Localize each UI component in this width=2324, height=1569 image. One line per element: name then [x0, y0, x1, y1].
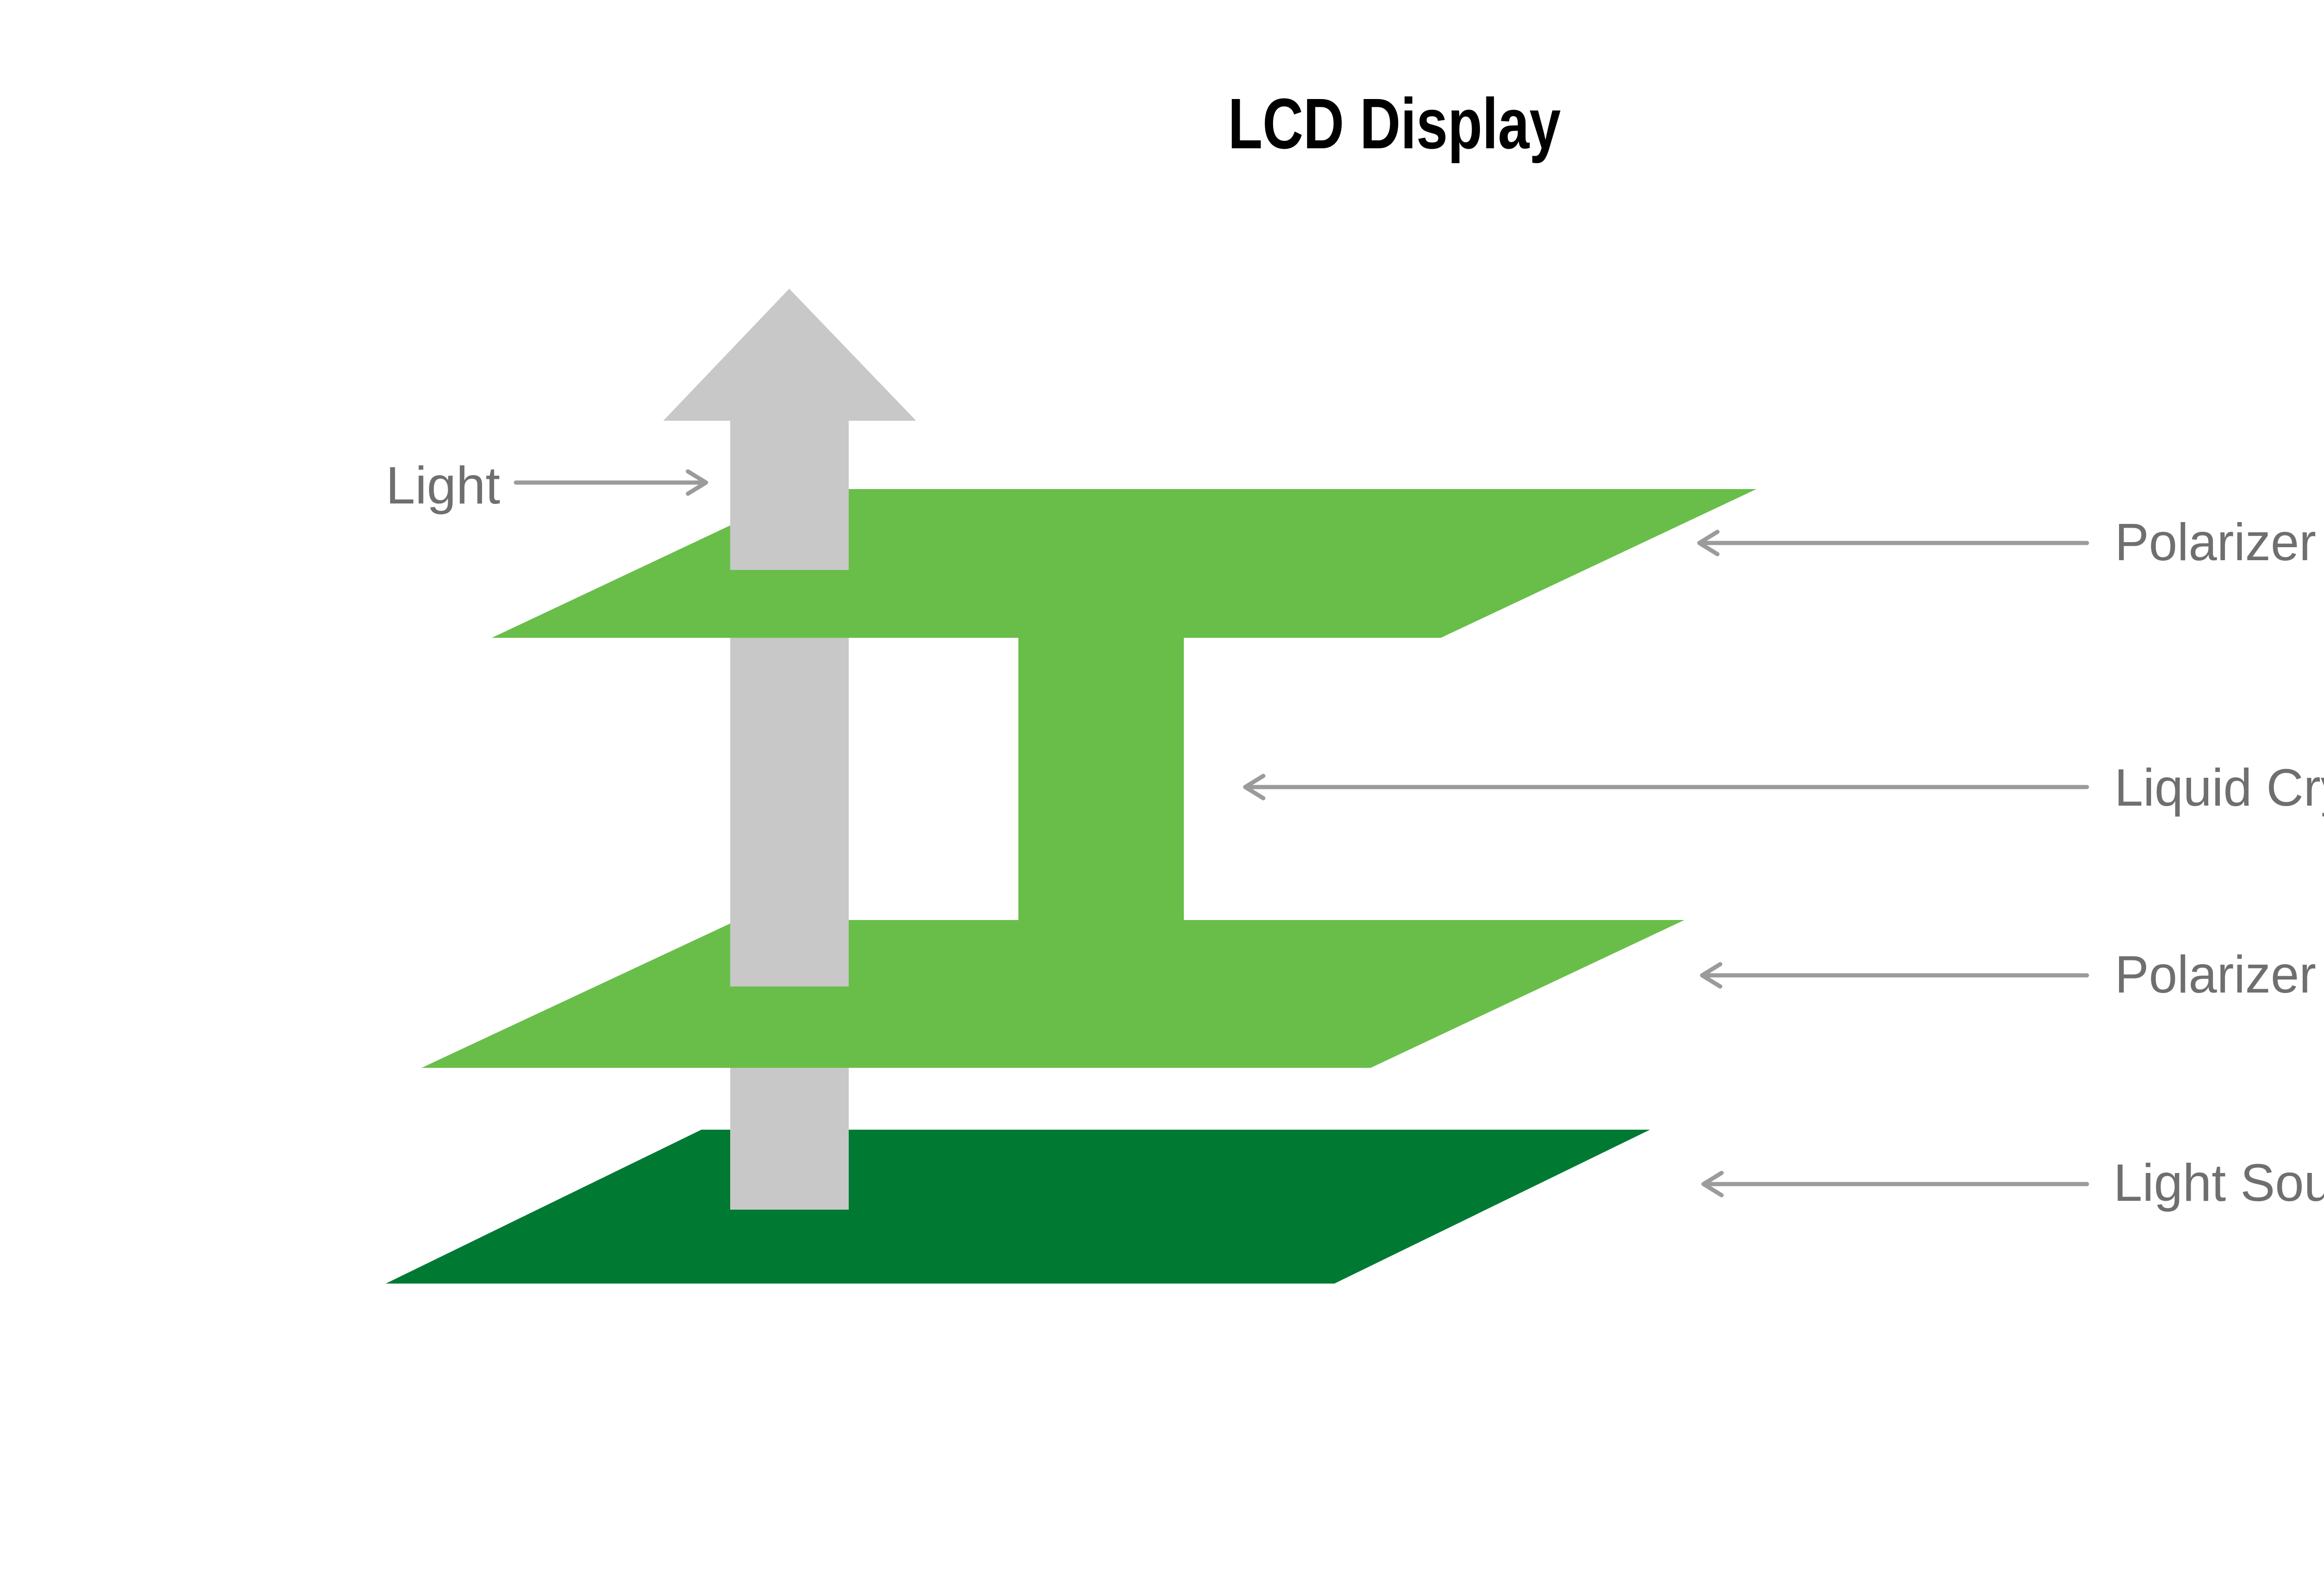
svg-text:Liquid Crystal: Liquid Crystal [2114, 758, 2324, 817]
svg-text:Polarizer: Polarizer [2115, 513, 2316, 571]
svg-text:LCD Display: LCD Display [1228, 84, 1561, 164]
svg-text:Polarizer: Polarizer [2115, 945, 2316, 1004]
svg-text:Light: Light [386, 456, 500, 515]
svg-text:Light Source: Light Source [2113, 1153, 2324, 1212]
